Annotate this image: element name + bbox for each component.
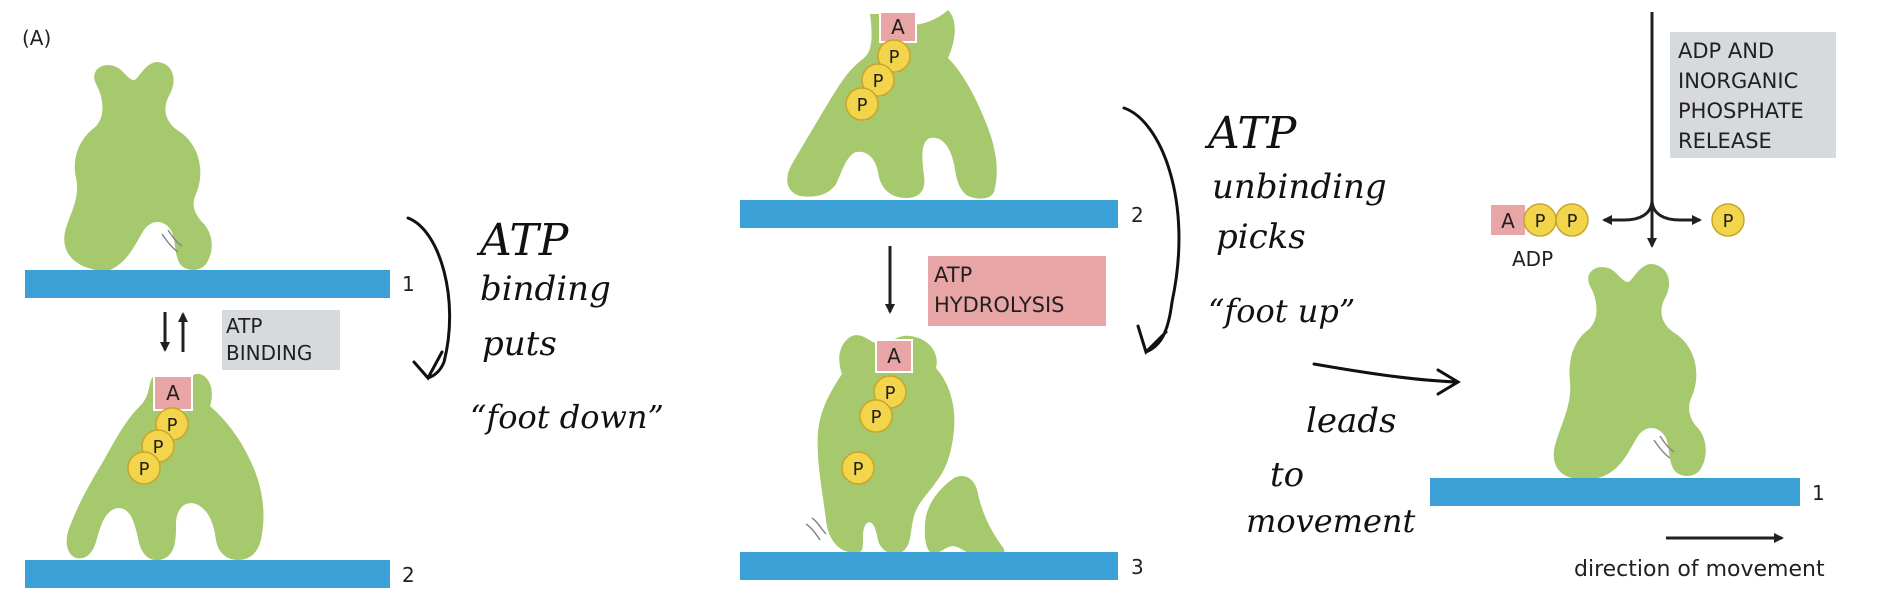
release-label-line3: PHOSPHATE — [1678, 99, 1804, 123]
actin-filament-4 — [740, 552, 1118, 580]
svg-text:P: P — [873, 71, 884, 92]
direction-label: direction of movement — [1574, 557, 1825, 582]
actin-filament-5 — [1430, 478, 1800, 506]
svg-text:P: P — [139, 459, 150, 480]
adp-label: ADP — [1512, 247, 1553, 271]
adenosine-box-top — [879, 11, 917, 43]
free-phosphate — [841, 451, 875, 485]
handwritten-arrow-3 — [1312, 362, 1461, 396]
handwritten-arrow-1 — [406, 216, 452, 381]
panel-label: (A) — [22, 26, 51, 50]
actin-filament-2 — [25, 560, 390, 588]
release-label-line2: INORGANIC — [1678, 69, 1798, 93]
atp-binding-label-line2: BINDING — [226, 341, 312, 365]
myosin-head-atp-bound-top — [787, 10, 997, 199]
handwritten-note3-line3: movement — [1246, 502, 1416, 540]
svg-text:P: P — [885, 383, 896, 404]
handwritten-note1-line3: puts — [482, 324, 557, 364]
filament-label-2: 2 — [402, 563, 415, 587]
handwritten-arrow-2 — [1122, 106, 1181, 355]
adp-release-arrow — [1602, 199, 1654, 225]
filament-label-4: 3 — [1131, 555, 1144, 579]
adp-phosphate-2 — [1555, 203, 1589, 237]
release-label-line1: ADP AND — [1678, 39, 1774, 63]
adenosine-label-top: A — [891, 15, 905, 39]
handwritten-note1-line1: ATP — [476, 215, 570, 266]
actin-filament-1 — [25, 270, 390, 298]
adp-adenosine-label: A — [1501, 209, 1515, 233]
handwritten-note2-line4: “foot up” — [1208, 292, 1355, 330]
filament-label-3: 2 — [1131, 203, 1144, 227]
myosin-head-released — [1553, 264, 1706, 480]
phosphate-chain-state4: P P P — [841, 375, 907, 485]
myosin-head-detached — [64, 62, 212, 271]
handwritten-note3-line1: leads — [1306, 401, 1396, 441]
adenosine-label-hydrolysis: A — [887, 344, 901, 368]
atp-hydrolysis-label-line1: ATP — [934, 263, 972, 287]
released-phosphate — [1711, 203, 1745, 237]
svg-text:P: P — [1567, 211, 1578, 232]
adenosine-box-hydrolysis — [875, 339, 913, 373]
phosphate-chain-state2: P P P — [127, 407, 189, 485]
handwritten-note3-line2: to — [1270, 455, 1304, 495]
release-label-line4: RELEASE — [1678, 129, 1772, 153]
release-box — [1670, 32, 1836, 158]
myosin-head-atp-bound — [66, 373, 264, 561]
atp-hydrolysis-label-line2: HYDROLYSIS — [934, 293, 1065, 317]
svg-text:P: P — [153, 437, 164, 458]
svg-text:P: P — [857, 95, 868, 116]
handwritten-note1-line2: binding — [480, 269, 611, 309]
svg-text:P: P — [167, 415, 178, 436]
pi-release-arrow — [1650, 199, 1702, 225]
atp-binding-label-line1: ATP — [226, 314, 262, 338]
svg-text:P: P — [1535, 211, 1546, 232]
handwritten-note2-line3: picks — [1216, 217, 1306, 257]
svg-text:P: P — [1723, 211, 1734, 232]
filament-label-1: 1 — [402, 272, 415, 296]
atp-binding-box — [222, 310, 340, 370]
svg-text:P: P — [871, 407, 882, 428]
handwritten-note2-line2: unbinding — [1212, 167, 1387, 207]
svg-text:P: P — [889, 47, 900, 68]
handwritten-note1-line4: “foot down” — [470, 398, 664, 436]
adenosine-label: A — [166, 381, 180, 405]
myosin-head-adp-pi — [805, 335, 1005, 559]
atp-hydrolysis-box — [928, 256, 1106, 326]
handwritten-note2-line1: ATP — [1204, 108, 1298, 159]
phosphate-chain-state3: P P P — [845, 39, 911, 121]
filament-label-5: 1 — [1812, 481, 1825, 505]
actin-filament-3 — [740, 200, 1118, 228]
svg-text:P: P — [853, 459, 864, 480]
